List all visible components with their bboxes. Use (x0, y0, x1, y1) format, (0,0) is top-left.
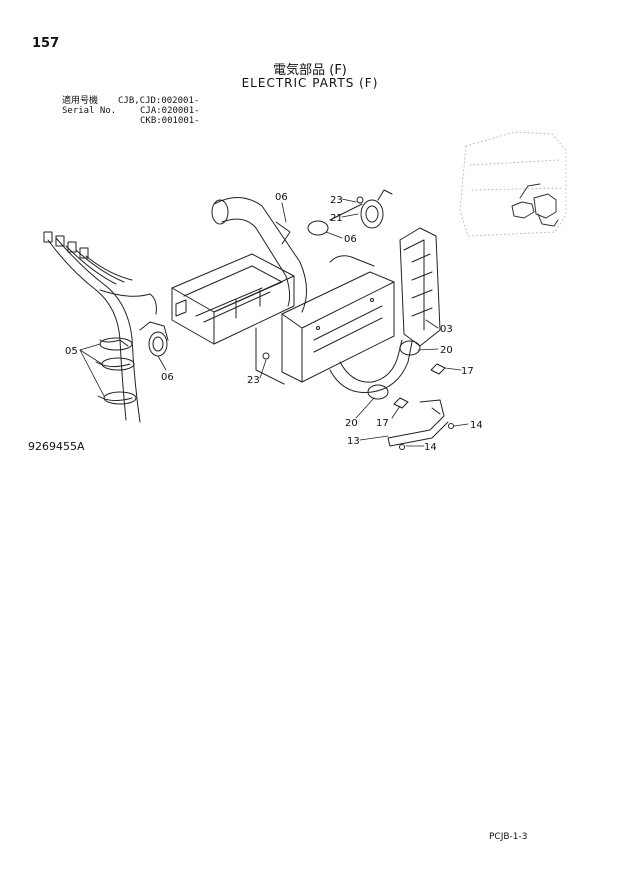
clamp-top (275, 220, 329, 245)
callout-17-lower: 17 (376, 418, 389, 429)
footer-code: PCJB-1-3 (489, 832, 528, 842)
relay-block (399, 227, 441, 347)
serial-label-english: Serial No. (62, 106, 117, 116)
serial-label-japanese: 適用号機 (62, 96, 99, 106)
callout-23-lower: 23 (247, 375, 260, 386)
serial-range-3: CKB:001001- (140, 116, 200, 126)
callout-13: 13 (347, 436, 360, 447)
air-duct (211, 197, 307, 313)
callout-labels: 06 23 21 06 03 05 06 20 17 23 20 17 14 1… (65, 192, 483, 453)
callout-21: 21 (330, 213, 343, 224)
callout-20-lower: 20 (345, 418, 358, 429)
callout-06-left: 06 (161, 372, 174, 383)
controller-unit (171, 253, 295, 345)
callout-03: 03 (440, 324, 453, 335)
page-title-japanese: 電気部品 (F) (273, 63, 347, 78)
bolt-17-lower (393, 397, 409, 409)
faint-cab-outline (459, 131, 567, 237)
callout-06-top: 06 (275, 192, 288, 203)
nut-14-lower (399, 444, 405, 450)
page-title-english: ELECTRIC PARTS (F) (241, 76, 379, 90)
grommet-left (139, 321, 169, 357)
bolt-23-lower (262, 352, 270, 360)
callout-14-right: 14 (470, 420, 483, 431)
hose-assembly (329, 339, 421, 400)
detail-connector-top-right (511, 183, 559, 227)
bracket (387, 399, 449, 447)
callout-20-right: 20 (440, 345, 453, 356)
callout-05: 05 (65, 346, 78, 357)
leader-lines (79, 198, 469, 447)
callout-23-top: 23 (330, 195, 343, 206)
serial-range-1: CJB,CJD:002001- (118, 96, 200, 106)
nut-14-right (448, 423, 454, 429)
page-number: 157 (32, 36, 60, 51)
bolts (262, 352, 454, 450)
left-harness (43, 231, 157, 423)
figure-id: 9269455A (28, 440, 85, 453)
callout-17-right: 17 (461, 366, 474, 377)
callout-06-clamp: 06 (344, 234, 357, 245)
horn (329, 189, 393, 229)
serial-range-2: CJA:020001- (140, 106, 200, 116)
callout-14-lower: 14 (424, 442, 437, 453)
electrical-panel (255, 255, 395, 385)
bolt-17-right (430, 363, 446, 375)
